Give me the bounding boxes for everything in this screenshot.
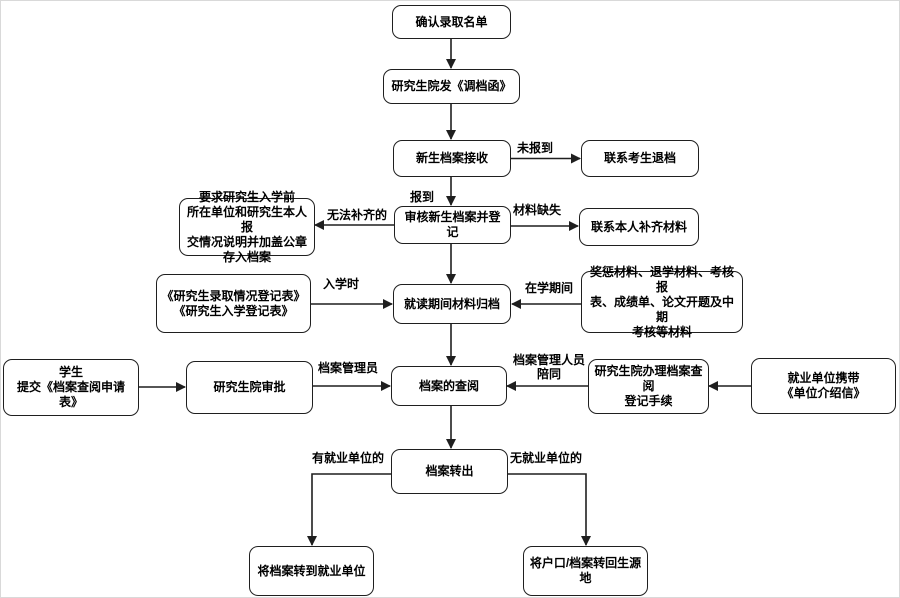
node-employer-intro-letter: 就业单位携带 《单位介绍信》 — [751, 358, 896, 414]
node-access-registration: 研究生院办理档案查阅 登记手续 — [588, 359, 709, 414]
node-new-student-archive-reception: 新生档案接收 — [393, 140, 511, 177]
node-transfer-to-employer: 将档案转到就业单位 — [249, 546, 374, 596]
node-archive-transfer-out: 档案转出 — [391, 449, 508, 494]
edge-label-cannot-complete: 无法补齐的 — [327, 208, 388, 222]
node-study-materials: 奖惩材料、退学材料、考核报 表、成绩单、论文开题及中期 考核等材料 — [581, 265, 743, 339]
edge-label-archive-staff-accompany: 档案管理人员 陪同 — [512, 353, 585, 382]
edge-label-archive-manager: 档案管理员 — [318, 361, 379, 375]
node-enrollment-forms: 《研究生录取情况登记表》 《研究生入学登记表》 — [156, 274, 311, 333]
node-review-and-register: 审核新生档案并登记 — [394, 206, 511, 244]
node-send-transfer-letter: 研究生院发《调档函》 — [383, 69, 520, 104]
node-student-application: 学生 提交《档案查阅申请表》 — [3, 359, 139, 416]
edge-label-no-employer: 无就业单位的 — [510, 451, 583, 465]
node-contact-person-complete: 联系本人补齐材料 — [579, 208, 699, 246]
node-require-statement: 要求研究生入学前 所在单位和研究生本人报 交情况说明并加盖公章 存入档案 — [179, 190, 315, 264]
node-grad-school-approval: 研究生院审批 — [186, 361, 313, 414]
node-study-period-archiving: 就读期间材料归档 — [393, 284, 511, 324]
edge-transferout-to-employer — [307, 473, 391, 546]
node-confirm-admission: 确认录取名单 — [392, 5, 511, 39]
edge-label-not-reported: 未报到 — [517, 141, 554, 155]
node-transfer-to-hometown: 将户口/档案转回生源地 — [523, 546, 648, 596]
edge-label-during-study: 在学期间 — [525, 281, 574, 295]
edge-label-has-employer: 有就业单位的 — [312, 451, 385, 465]
node-contact-candidate-return: 联系考生退档 — [581, 140, 699, 177]
node-archive-access: 档案的查阅 — [391, 366, 507, 406]
edge-label-materials-missing: 材料缺失 — [513, 203, 562, 217]
edge-transferout-to-hometown — [508, 473, 591, 546]
edge-label-reported: 报到 — [410, 190, 435, 204]
edge-label-at-enrollment: 入学时 — [323, 277, 360, 291]
